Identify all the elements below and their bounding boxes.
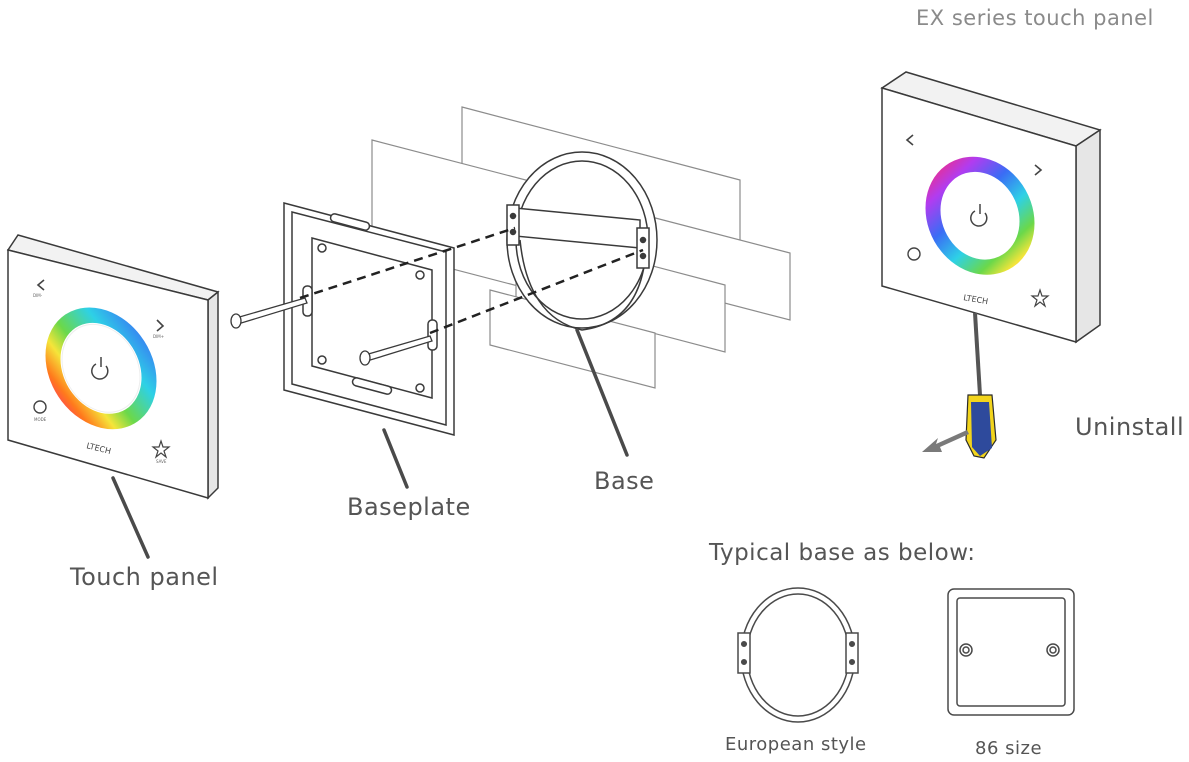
star-icon [151,439,171,459]
baseplate-hole [415,383,425,393]
base-screw-hole [639,236,647,244]
baseplate-hole [317,243,327,253]
ex-panel: LTECH [880,71,1102,344]
european-hole [848,640,856,648]
chevron-right-icon [156,319,165,332]
ex-panel-side-edge [1075,128,1101,344]
base-86-hole-inner [962,646,970,654]
ex-color-wheel [925,156,1035,275]
base-rim-front [519,239,646,331]
label-86-size: 86 size [975,738,1043,759]
base-86-outer [947,588,1075,716]
touch-panel: LTECH DIM- DIM+ MODE SAVE [6,234,220,500]
chevron-left-icon [36,279,45,291]
ex-chevron-left-icon [905,134,914,146]
alignment-lines [299,226,644,335]
screwdriver-shaft [973,312,982,396]
base-ear-right [636,227,650,269]
save-label: SAVE [156,459,167,464]
uninstall-arrow-icon [922,430,969,452]
panel-side-edge [207,290,219,500]
leader-base [575,328,629,457]
baseplate-slot [351,377,393,395]
series-title: EX series touch panel [916,6,1154,30]
european-hole [740,658,748,666]
label-baseplate: Baseplate [347,493,471,521]
baseplate-opening [311,237,433,399]
base-screw-hole [509,212,517,220]
european-hole [740,640,748,648]
european-base [737,587,859,723]
base-box [506,151,658,331]
european-outer [740,587,856,723]
color-wheel-inner [61,323,141,413]
leader-lines [111,328,629,559]
ex-chevron-right-icon [1034,164,1043,176]
screw-head [359,350,371,366]
base-86-hole-inner [1049,646,1057,654]
baseplate-hole [317,355,327,365]
ex-panel-brand: LTECH [963,293,989,306]
mode-label: MODE [34,417,47,422]
leader-baseplate [382,428,409,489]
dashed-guide [429,248,644,335]
base-86 [947,588,1075,716]
label-base: Base [594,467,655,495]
ex-panel-face [881,86,1077,343]
color-wheel [45,307,157,430]
ex-mode-icon [907,247,921,261]
baseplate-slot [427,319,438,351]
ex-power-icon [970,210,988,227]
base-screw-hole [639,252,647,260]
dashed-guide [299,226,516,300]
label-touch-panel: Touch panel [70,563,219,591]
leader-touch-panel [111,476,150,559]
dim-up-label: DIM+ [153,334,164,339]
base-ear-left [506,204,520,246]
ex-star-icon [1030,288,1050,308]
typical-base-heading: Typical base as below: [709,540,976,566]
base-86-inner [956,597,1066,707]
dim-down-label: DIM- [33,293,43,298]
label-european-style: European style [725,734,867,755]
power-icon [91,363,109,380]
baseplate-hole [415,270,425,280]
baseplate-slot [329,213,371,231]
screw-head [230,313,242,329]
screwdriver-handle [971,402,992,456]
screwdriver [922,312,997,459]
base-screw-hole [509,228,517,236]
european-hole [848,658,856,666]
label-uninstall: Uninstall [1075,413,1185,441]
screws [230,297,433,366]
european-ear-left [737,632,751,674]
baseplate [283,202,455,436]
european-ear-right [845,632,859,674]
mode-icon [33,400,47,414]
